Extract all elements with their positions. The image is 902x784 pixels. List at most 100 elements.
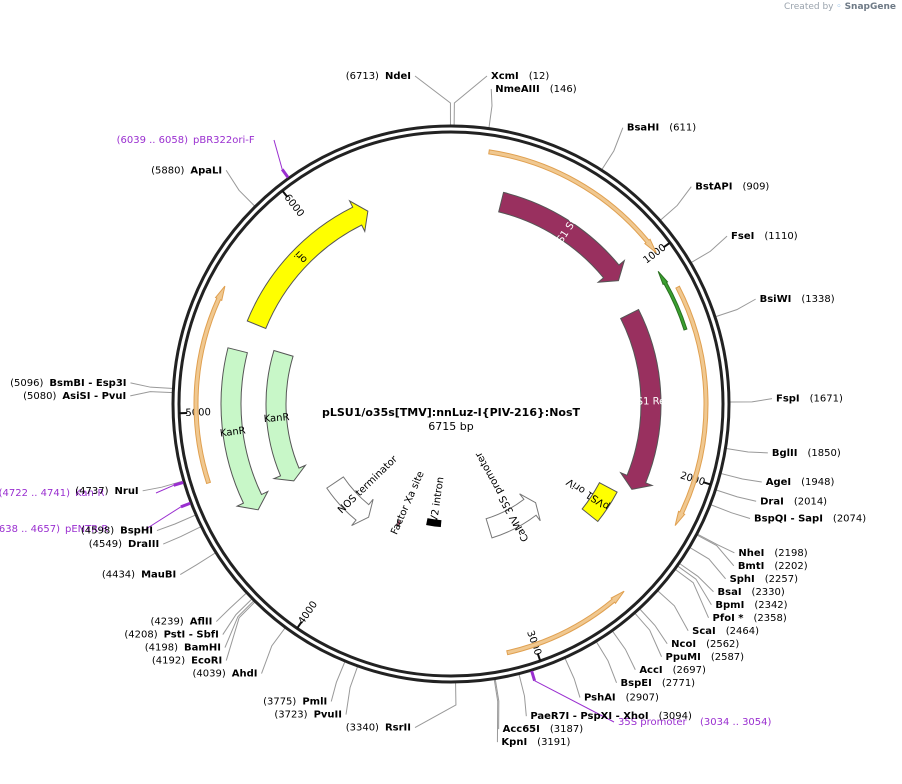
site-bsiwi[interactable]: BsiWI bbox=[760, 294, 792, 305]
site-position: (2074) bbox=[833, 513, 866, 524]
site-position: (5096) bbox=[10, 378, 43, 389]
site-asisi-pvui[interactable]: AsiSI - PvuI bbox=[62, 391, 126, 402]
site-pshai[interactable]: PshAI bbox=[584, 693, 616, 704]
site-position: (3094) bbox=[659, 711, 692, 722]
orf-arrows bbox=[193, 149, 709, 656]
site-ahdi[interactable]: AhdI bbox=[232, 669, 258, 680]
feature-label: KanR bbox=[263, 412, 290, 425]
primer-mark[interactable] bbox=[530, 670, 537, 682]
plasmid-name: pLSU1/o35s[TMV]:nnLuz-I{PIV-216}:NosT bbox=[322, 406, 581, 419]
site-bsphi[interactable]: BspHI bbox=[120, 526, 153, 537]
primer-mark[interactable] bbox=[180, 501, 191, 509]
site-pfoi[interactable]: PfoI * bbox=[713, 613, 745, 624]
site-bsai[interactable]: BsaI bbox=[718, 587, 742, 598]
site-position: (2202) bbox=[774, 561, 807, 572]
orf-arrow[interactable] bbox=[674, 285, 709, 526]
snapgene-credit: Created by ◦ SnapGene bbox=[784, 2, 896, 12]
site-position: (4239) bbox=[150, 617, 183, 628]
site-leader bbox=[130, 382, 174, 389]
orf-arrow[interactable] bbox=[657, 271, 688, 331]
site-position: (2358) bbox=[754, 613, 787, 624]
site-fsei[interactable]: FseI bbox=[731, 231, 754, 242]
site-bstapi[interactable]: BstAPI bbox=[695, 182, 732, 193]
site-leader bbox=[224, 600, 255, 648]
primer-marks: pBR322ori-F(6039 .. 6058)Kan-R(4722 .. 4… bbox=[0, 135, 772, 728]
feature-camv-35s-promoter-arrow[interactable] bbox=[485, 493, 541, 539]
site-leader bbox=[225, 169, 256, 207]
site-position: (1110) bbox=[764, 231, 797, 242]
site-acci[interactable]: AccI bbox=[639, 665, 662, 676]
feature-pvs1-staa-arrow[interactable] bbox=[498, 191, 626, 283]
site-position: (3340) bbox=[346, 723, 379, 734]
site-agei[interactable]: AgeI bbox=[766, 477, 791, 488]
feature-nos-terminator-arrow[interactable] bbox=[326, 476, 374, 526]
site-leader bbox=[225, 601, 256, 661]
site-position: (6713) bbox=[346, 71, 379, 82]
site-position: (3187) bbox=[550, 724, 583, 735]
site-bspei[interactable]: BspEI bbox=[621, 678, 652, 689]
feature-kanr-arrow[interactable] bbox=[220, 347, 269, 511]
feature-pvs1-repa-arrow[interactable] bbox=[619, 308, 662, 490]
site-position: (4434) bbox=[102, 570, 135, 581]
site-draiii[interactable]: DraIII bbox=[128, 539, 159, 550]
primer-mark[interactable] bbox=[173, 481, 184, 487]
primer-range: (4722 .. 4741) bbox=[0, 488, 70, 499]
feature-iv2-intron-arrow[interactable] bbox=[426, 518, 442, 528]
site-bamhi[interactable]: BamHI bbox=[184, 643, 221, 654]
primer-mark[interactable] bbox=[281, 168, 290, 179]
site-apali[interactable]: ApaLI bbox=[190, 165, 222, 176]
site-drai[interactable]: DraI bbox=[760, 496, 784, 507]
site-position: (146) bbox=[550, 84, 577, 95]
site-leader bbox=[696, 533, 735, 554]
site-ncoi[interactable]: NcoI bbox=[671, 639, 696, 650]
site-kpni[interactable]: KpnI bbox=[501, 737, 527, 748]
site-bmti[interactable]: BmtI bbox=[738, 561, 765, 572]
site-leader bbox=[690, 235, 728, 264]
site-nmeaiii[interactable]: NmeAIII bbox=[495, 84, 539, 95]
tick-mark bbox=[281, 190, 289, 198]
site-scai[interactable]: ScaI bbox=[692, 626, 716, 637]
site-leader bbox=[162, 525, 202, 545]
site-psti-sbfi[interactable]: PstI - SbfI bbox=[164, 630, 219, 641]
site-bsahi[interactable]: BsaHI bbox=[627, 123, 659, 134]
site-position: (3191) bbox=[537, 737, 570, 748]
site-aflii[interactable]: AflII bbox=[190, 617, 213, 628]
site-bglii[interactable]: BglII bbox=[772, 448, 798, 459]
site-nrui[interactable]: NruI bbox=[115, 486, 139, 497]
site-pvuii[interactable]: PvuII bbox=[314, 710, 342, 721]
tick-mark bbox=[536, 653, 542, 662]
orf-arrow[interactable] bbox=[506, 590, 625, 656]
site-position: (1948) bbox=[801, 477, 834, 488]
site-bsmbi-esp3i[interactable]: BsmBI - Esp3I bbox=[49, 378, 126, 389]
site-ndei[interactable]: NdeI bbox=[385, 71, 411, 82]
site-bpmi[interactable]: BpmI bbox=[715, 600, 744, 611]
orf-arrow[interactable] bbox=[488, 149, 657, 254]
snapgene-logo-icon: ◦ bbox=[836, 2, 842, 12]
primer-leader bbox=[155, 484, 174, 494]
site-ecori[interactable]: EcoRI bbox=[191, 656, 222, 667]
site-paer7i-pspxi-xhoi[interactable]: PaeR7I - PspXI - XhoI bbox=[530, 711, 648, 722]
site-maubi[interactable]: MauBI bbox=[141, 570, 176, 581]
site-leader bbox=[611, 630, 636, 670]
site-sphi[interactable]: SphI bbox=[730, 574, 755, 585]
site-leader bbox=[720, 472, 762, 483]
orf-arrow[interactable] bbox=[193, 285, 226, 485]
site-xcmi[interactable]: XcmI bbox=[491, 71, 519, 82]
site-bspqi-sapi[interactable]: BspQI - SapI bbox=[754, 513, 823, 524]
feature-pvs1-oriv-arrow[interactable] bbox=[581, 482, 618, 523]
site-nhei[interactable]: NheI bbox=[738, 548, 764, 559]
site-leader bbox=[638, 608, 668, 645]
site-pmli[interactable]: PmlI bbox=[302, 697, 327, 708]
feature-ori-arrow[interactable] bbox=[246, 199, 369, 330]
site-acc65i[interactable]: Acc65I bbox=[503, 724, 540, 735]
tick-mark bbox=[662, 241, 671, 249]
site-fspi[interactable]: FspI bbox=[776, 394, 800, 405]
site-rsrii[interactable]: RsrII bbox=[385, 723, 411, 734]
feature-factor-xa-site-arrow[interactable] bbox=[395, 519, 402, 527]
plasmid-length: 6715 bp bbox=[428, 420, 473, 433]
feature-kanr-arrow[interactable] bbox=[265, 349, 307, 482]
site-ppumi[interactable]: PpuMI bbox=[666, 652, 701, 663]
site-position: (2014) bbox=[794, 496, 827, 507]
